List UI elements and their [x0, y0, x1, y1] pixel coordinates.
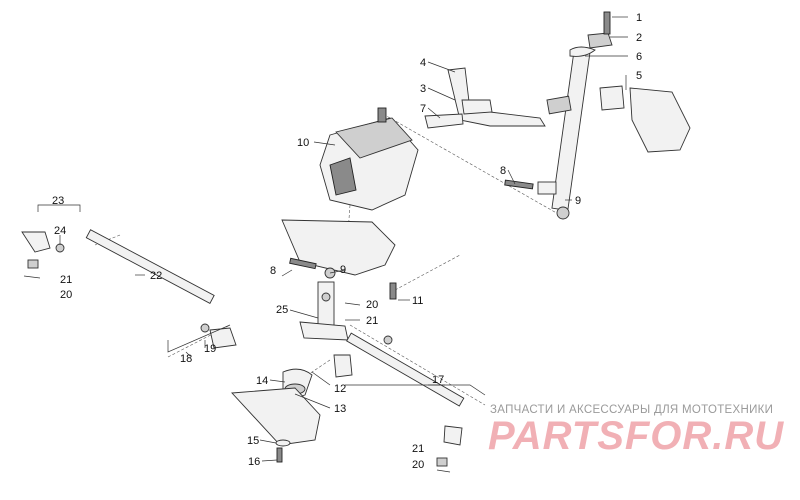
left-inner-tie-rod-end [209, 327, 237, 349]
cotter-pin-right [436, 469, 451, 473]
column-lower-bolt [504, 179, 534, 190]
group-18-bracket [167, 324, 231, 353]
left-tie-rod [85, 229, 215, 305]
support-bolt-bracket [424, 113, 464, 129]
callout-19: 19 [204, 343, 216, 355]
callout-labels: 1 2 3 4 5 6 7 8 9 10 11 12 13 14 15 16 1… [52, 12, 642, 471]
callout-2: 2 [636, 32, 642, 44]
lower-shaft-group [231, 257, 397, 463]
group-17-bracket [345, 384, 486, 396]
callout-24: 24 [54, 225, 66, 237]
callout-23: 23 [52, 195, 64, 207]
column-lower-joint [537, 181, 557, 195]
eps-motor-face [329, 157, 357, 196]
callout-11: 11 [412, 295, 423, 307]
callout-13: 13 [334, 403, 346, 415]
callout-16: 16 [248, 456, 260, 468]
eps-input-shaft [377, 107, 387, 123]
watermark-caption: ЗАПЧАСТИ И АКСЕССУАРЫ ДЛЯ МОТОТЕХНИКИ [490, 404, 774, 416]
right-tie-rod [346, 332, 465, 407]
callout-6: 6 [636, 51, 642, 63]
jam-nut [55, 243, 65, 253]
callout-8: 8 [500, 165, 506, 177]
callout-21-left: 21 [60, 274, 72, 286]
left-outer-tie-rod-end [21, 231, 51, 253]
callout-17: 17 [432, 374, 444, 386]
jam-nut-inner [200, 323, 210, 333]
support-pad [461, 99, 493, 115]
callout-22: 22 [150, 270, 162, 282]
watermark-logo: PARTSFOR.RU [488, 414, 785, 458]
column-collar-plate [546, 95, 572, 115]
right-tie-rod-group [333, 332, 465, 473]
column-clamp-top [587, 32, 613, 49]
lower-steering-shaft [317, 281, 335, 328]
castle-nut-right [436, 457, 448, 467]
right-inner-tie-rod-end [333, 354, 353, 378]
shaft-washer [321, 292, 331, 302]
bracket-plate [629, 87, 691, 153]
cotter-pin [23, 275, 41, 279]
callout-7: 7 [420, 103, 426, 115]
callout-25: 25 [276, 304, 288, 316]
shaft-bolt [289, 257, 317, 270]
left-tie-rod-group [21, 229, 237, 349]
right-outer-tie-rod-end [443, 425, 463, 446]
callout-8-lower: 8 [270, 265, 276, 277]
callout-21-right: 21 [412, 443, 424, 455]
callout-20-left: 20 [60, 289, 72, 301]
lower-mount-plate [231, 387, 321, 446]
callout-4: 4 [420, 57, 426, 69]
clamp-bolt [603, 11, 611, 35]
steering-column-shaft [551, 49, 591, 211]
callout-9: 9 [575, 195, 581, 207]
column-lower-nut [556, 206, 570, 220]
callout-14: 14 [256, 375, 268, 387]
callout-21-upper: 21 [366, 315, 378, 327]
arm-nut [383, 335, 393, 345]
callout-18: 18 [180, 353, 192, 365]
column-bearing-block [599, 85, 625, 111]
washer [275, 439, 291, 447]
callout-15: 15 [247, 435, 259, 447]
column-bushing [569, 46, 596, 57]
callout-12: 12 [334, 383, 346, 395]
bolt [276, 447, 283, 463]
callout-20-right: 20 [412, 459, 424, 471]
steering-arm [299, 321, 349, 341]
callout-5: 5 [636, 70, 642, 82]
eps-cover [335, 117, 413, 159]
steering-column-group [424, 11, 691, 220]
castle-nut [27, 259, 39, 269]
mount-bolt [389, 282, 397, 300]
eps-mounting-plate [281, 219, 396, 276]
power-steering-unit-group [281, 107, 419, 276]
leader-lines [59, 16, 628, 462]
callout-9-lower: 9 [340, 264, 346, 276]
callout-20-upper: 20 [366, 299, 378, 311]
callout-1: 1 [636, 12, 642, 24]
group-23-bracket [37, 204, 81, 212]
callout-10: 10 [297, 137, 309, 149]
callout-3: 3 [420, 83, 426, 95]
